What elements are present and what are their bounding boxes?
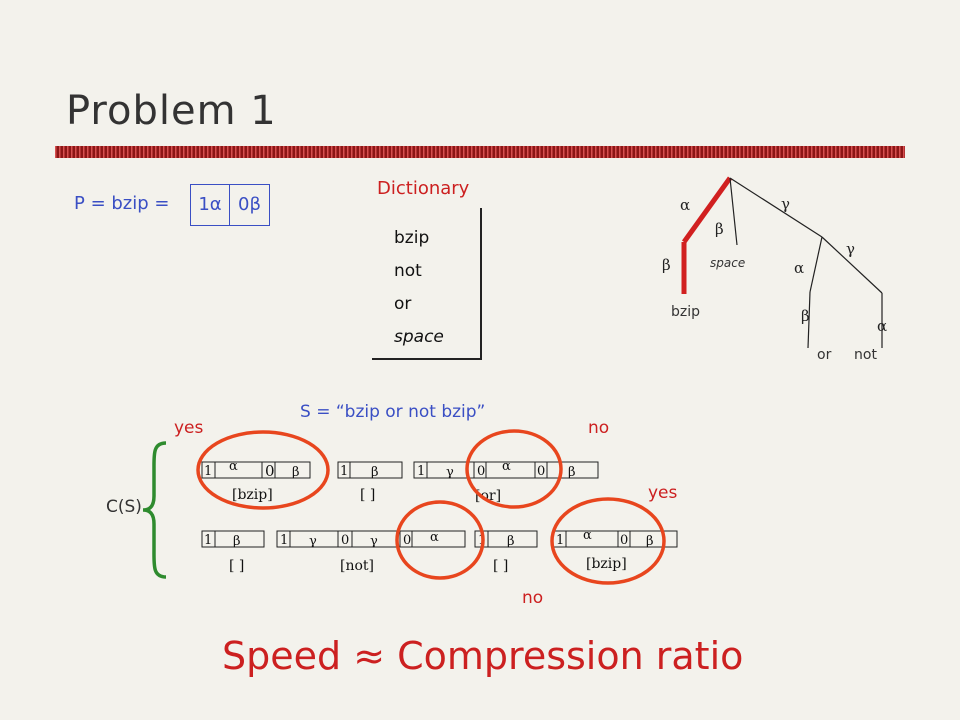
cell-greek: γ [446, 465, 454, 480]
cell-bit: 1 [417, 464, 425, 479]
tree-label-beta: β [801, 307, 810, 325]
match-ellipse [196, 430, 330, 510]
codeword-box-space [474, 530, 538, 548]
codeword-box-bzip [201, 461, 311, 479]
match-ellipse [395, 500, 485, 580]
tree-label-beta: β [662, 256, 671, 274]
pattern-cell-2: 0β [238, 194, 261, 215]
cell-greek: α [583, 528, 592, 543]
cell-greek: γ [309, 534, 317, 549]
codeword-box-not [276, 530, 466, 548]
cell-bit: 0 [265, 462, 275, 480]
tree-edge [729, 177, 738, 246]
cell-greek: β [292, 465, 300, 480]
tree-label-gamma: γ [846, 240, 855, 258]
cell-bit: 0 [620, 533, 628, 548]
cell-greek: β [646, 534, 654, 549]
compressed-string-label: C(S) [106, 497, 142, 517]
verdict-no: no [588, 418, 610, 438]
cell-bit: 1 [556, 533, 564, 548]
cell-greek: γ [370, 534, 378, 549]
title-underline-bar [55, 146, 905, 158]
speed-statement: Speed ≈ Compression ratio [222, 634, 744, 678]
codeword-label-bzip: [bzip] [586, 556, 627, 572]
codeword-label-or: [or] [475, 488, 501, 504]
verdict-no: no [522, 588, 544, 608]
dictionary-word: space [394, 327, 444, 347]
tree-leaf-or: or [817, 347, 832, 363]
cell-bit: 1 [204, 464, 212, 479]
codeword-label-space: [ ] [360, 487, 375, 503]
dictionary-word: or [394, 294, 412, 314]
cell-greek: α [229, 459, 238, 474]
tree-edge [807, 291, 811, 349]
dictionary-word: not [394, 261, 422, 281]
match-ellipse [465, 429, 563, 509]
tree-label-beta: β [715, 220, 724, 238]
verdict-yes: yes [174, 418, 204, 438]
s-definition: S = “bzip or not bzip” [300, 402, 486, 422]
tree-edge [821, 236, 883, 294]
pattern-encoding-box: 1α 0β [190, 184, 270, 226]
tree-leaf-bzip: bzip [671, 304, 700, 320]
curly-brace [142, 441, 167, 579]
cell-greek: α [502, 459, 511, 474]
dictionary-box: bzip not or space [372, 208, 482, 360]
cell-bit: 1 [204, 533, 212, 548]
tree-label-alpha: α [680, 196, 690, 214]
codeword-label-not: [not] [340, 558, 374, 574]
cell-greek: β [371, 465, 379, 480]
tree-edge [729, 177, 823, 238]
codeword-box-space [201, 530, 265, 548]
cell-bit: 1 [478, 533, 486, 548]
cell-bit: 0 [537, 464, 545, 479]
tree-label-gamma: γ [781, 195, 790, 213]
tree-edge-alpha-bold [681, 176, 733, 244]
dictionary-word: bzip [394, 228, 430, 248]
codeword-label-space: [ ] [229, 558, 244, 574]
tree-edge [809, 236, 823, 293]
pattern-definition: P = bzip = [74, 193, 170, 214]
codeword-label-space: [ ] [493, 558, 508, 574]
pattern-cell-1: 1α [191, 185, 230, 225]
verdict-yes: yes [648, 483, 678, 503]
cell-bit: 0 [341, 533, 349, 548]
page-title: Problem 1 [66, 88, 277, 134]
match-ellipse [550, 497, 666, 585]
cell-greek: β [568, 465, 576, 480]
cell-greek: β [507, 534, 515, 549]
codeword-label-bzip: [bzip] [232, 487, 273, 503]
codeword-box-bzip [552, 530, 678, 548]
cell-greek: β [233, 534, 241, 549]
dictionary-tree: α β β γ γ α β α space bzip or not [662, 176, 887, 363]
tree-leaf-not: not [854, 347, 877, 363]
cell-bit: 1 [280, 533, 288, 548]
codeword-box-or [413, 461, 599, 479]
tree-label-alpha: α [794, 259, 804, 277]
cell-bit: 0 [403, 533, 411, 548]
cell-bit: 1 [340, 464, 348, 479]
tree-leaf-space: space [710, 256, 745, 270]
cell-greek: α [430, 530, 439, 545]
cell-bit: 0 [477, 464, 485, 479]
dictionary-title: Dictionary [377, 178, 470, 199]
tree-label-alpha: α [877, 317, 887, 335]
codeword-box-space [337, 461, 403, 479]
